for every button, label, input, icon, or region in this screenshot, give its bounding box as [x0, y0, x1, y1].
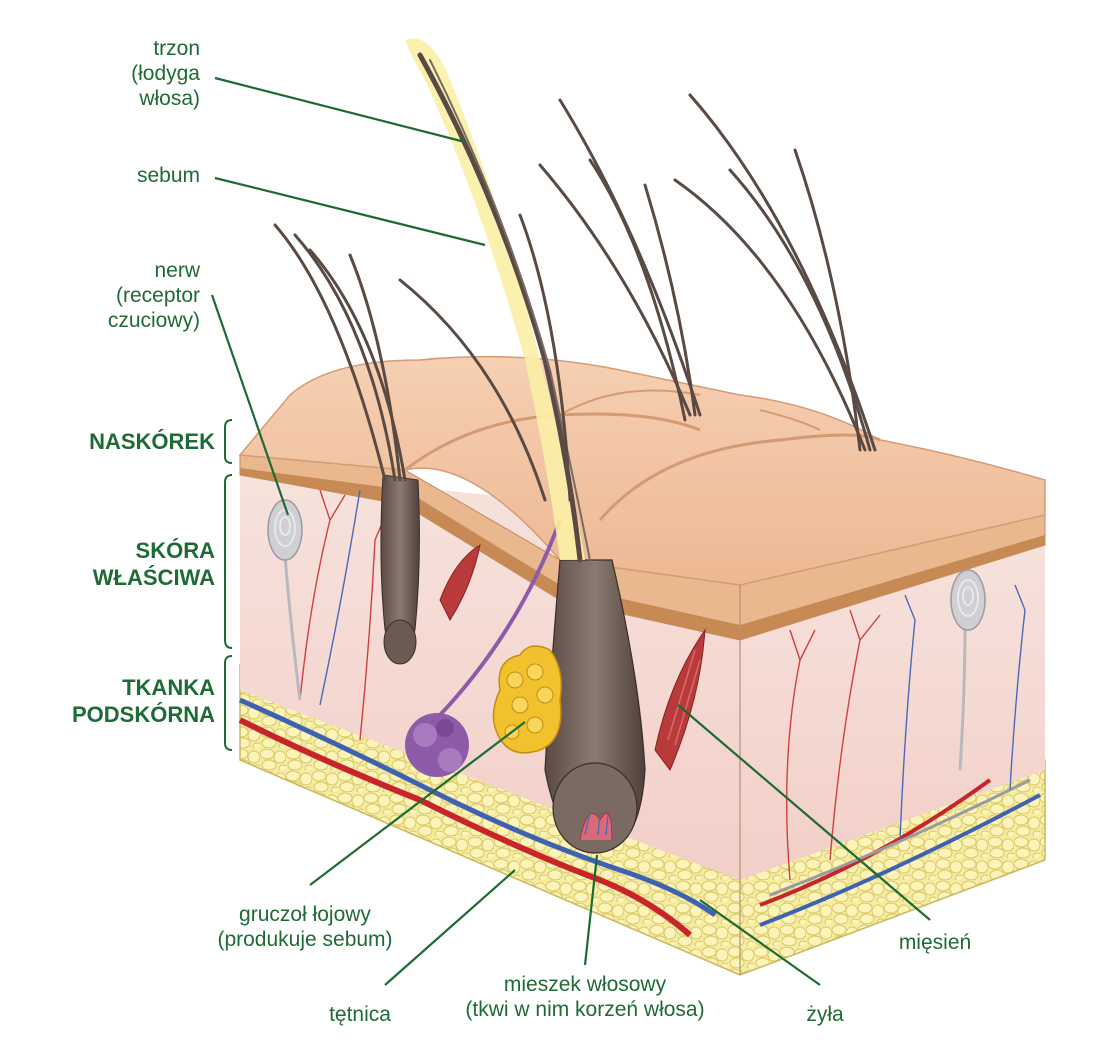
artery-vessel [238, 717, 692, 938]
label-trzon-line1: trzon [153, 37, 200, 60]
sebum-coating [405, 38, 585, 561]
bracket-naskorek [224, 419, 233, 464]
arrector-muscles [439, 543, 706, 771]
label-trzon: trzon (łodyga włosa) [60, 36, 200, 111]
label-mieszek-wlosowy: mieszek włosowy (tkwi w nim korzeń włosa… [420, 972, 750, 1022]
label-tkanka-podskorna: TKANKA PODSKÓRNA [20, 674, 215, 728]
leader-lines [210, 76, 931, 986]
label-gruczol-line2: (produkuje sebum) [217, 928, 393, 951]
vein-vessel [238, 697, 717, 918]
label-naskorek: NASKÓREK [20, 428, 215, 455]
hair-follicle-small [380, 474, 420, 665]
nerve-receptor-left [267, 499, 303, 701]
label-naskorek-text: NASKÓREK [89, 429, 215, 454]
label-nerw-line3: czuciowy) [107, 309, 200, 332]
hair-follicle-large [544, 559, 646, 854]
label-skora-line1: SKÓRA [135, 538, 215, 563]
label-miesien-text: mięsień [898, 931, 972, 954]
label-zyla: żyła [780, 1002, 870, 1027]
label-gruczol-lojowy: gruczoł łojowy (produkuje sebum) [175, 902, 435, 952]
skin-block [238, 355, 1046, 976]
label-miesien: mięsień [880, 930, 990, 955]
muscle-left [439, 543, 481, 622]
leader-mieszek [583, 854, 599, 966]
hair-shafts [273, 52, 877, 563]
label-sebum-text: sebum [136, 164, 200, 187]
bracket-tkanka [224, 655, 233, 751]
label-trzon-line3: włosa) [139, 87, 200, 110]
label-tetnica: tętnica [300, 1002, 420, 1027]
skin-surface [238, 355, 1046, 586]
label-zyla-text: żyła [806, 1003, 844, 1026]
sweat-gland [405, 519, 562, 777]
leader-zyla [699, 899, 821, 986]
label-nerw-line2: (receptor [115, 284, 200, 307]
label-tetnica-text: tętnica [329, 1003, 391, 1026]
bracket-skora [224, 474, 233, 649]
label-nerw: nerw (receptor czuciowy) [40, 258, 200, 333]
label-tkanka-line2: PODSKÓRNA [71, 702, 215, 727]
leader-sebum [214, 176, 486, 247]
label-trzon-line2: (łodyga [131, 62, 200, 85]
label-skora-line2: WŁAŚCIWA [92, 565, 215, 590]
leader-trzon [214, 76, 466, 144]
leader-gruczol [309, 721, 526, 886]
leader-miesien [677, 704, 931, 921]
label-mieszek-line1: mieszek włosowy [503, 973, 667, 996]
leader-tetnica [384, 869, 516, 986]
label-tkanka-line1: TKANKA [122, 675, 215, 700]
label-sebum: sebum [60, 163, 200, 188]
label-skora-wlasciwa: SKÓRA WŁAŚCIWA [20, 537, 215, 591]
label-gruczol-line1: gruczoł łojowy [239, 903, 371, 926]
layer-brackets [224, 419, 233, 751]
label-nerw-line1: nerw [154, 259, 200, 282]
label-mieszek-line2: (tkwi w nim korzeń włosa) [465, 998, 705, 1021]
nerve-receptor-right [950, 569, 986, 771]
leader-nerw [210, 294, 290, 516]
sebaceous-gland [492, 645, 562, 754]
